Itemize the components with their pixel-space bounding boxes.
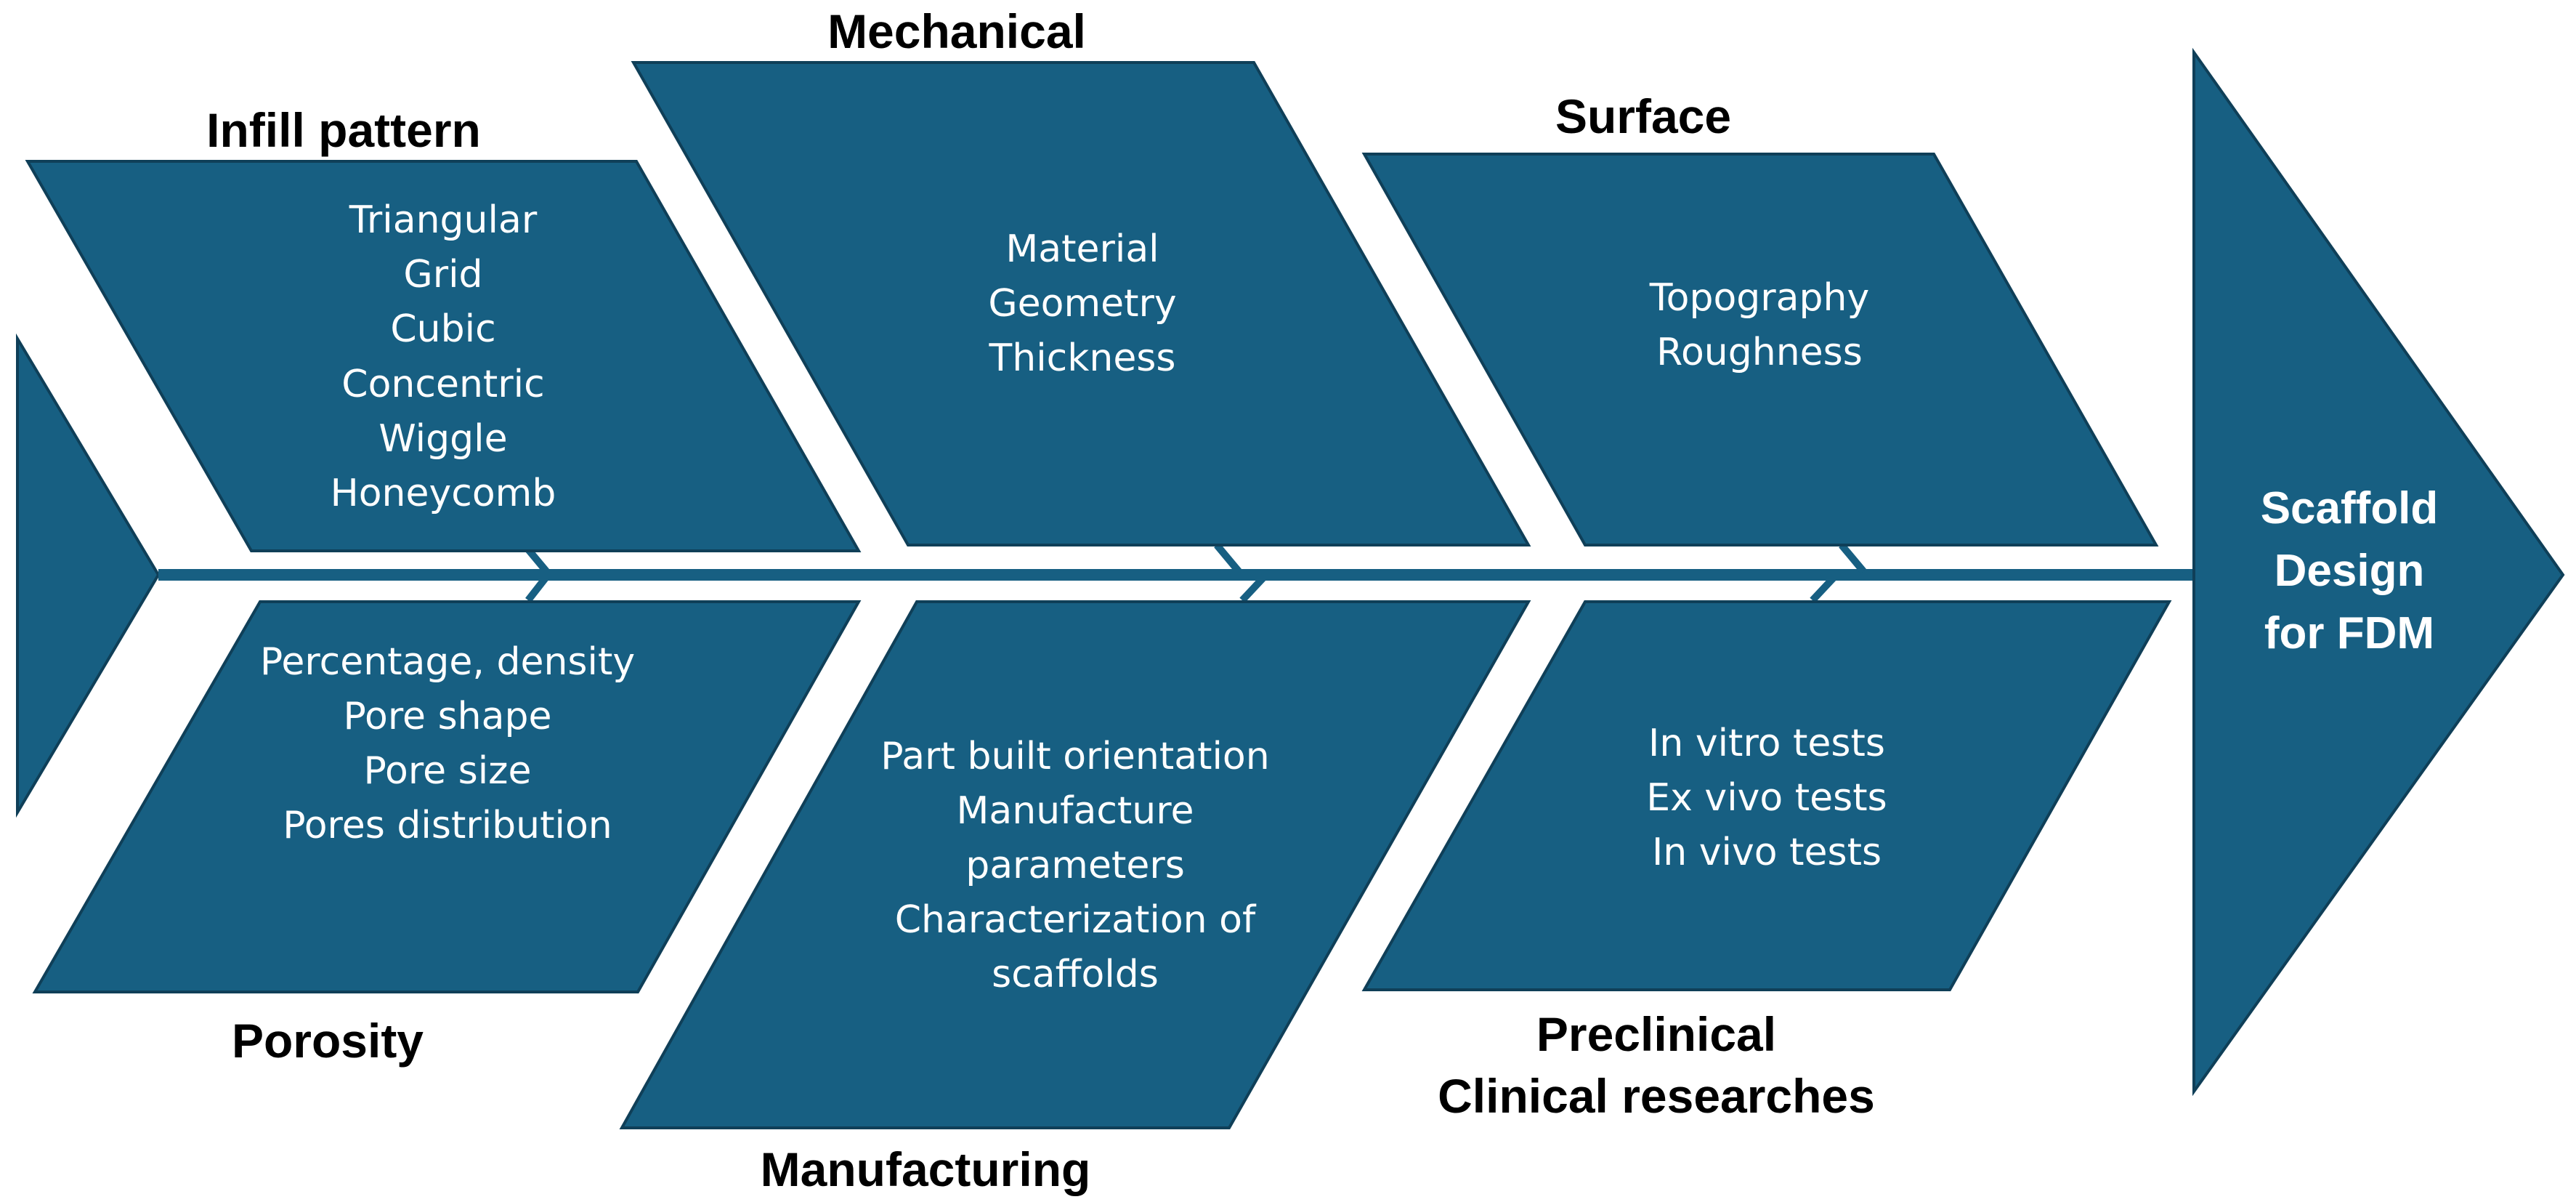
infill-pattern-box <box>25 160 862 552</box>
effect-line: for FDM <box>2264 608 2434 658</box>
manufacturing-items: Part built orientation Manufacture param… <box>880 735 1269 996</box>
manufacturing-heading: Manufacturing <box>761 1142 1091 1196</box>
effect-head-arrow <box>2192 47 2565 1097</box>
manufacturing-box <box>619 600 1531 1129</box>
surface-items: Topography Roughness <box>1649 276 1870 374</box>
list-item: Grid <box>403 253 482 297</box>
effect-line: Scaffold <box>2261 483 2439 533</box>
infill-pattern-heading: Infill pattern <box>206 103 481 157</box>
list-item: In vitro tests <box>1648 722 1885 765</box>
infill-pattern-items: Triangular Grid Cubic Concentric Wiggle … <box>331 198 556 515</box>
list-item: Topography <box>1649 276 1870 320</box>
bone-porosity <box>525 574 549 603</box>
list-item: Characterization of <box>895 898 1257 942</box>
list-item: Thickness <box>988 336 1175 380</box>
porosity-heading: Porosity <box>232 1014 424 1068</box>
list-item: Pores distribution <box>283 804 612 847</box>
bone-surface <box>1839 542 1866 574</box>
surface-box <box>1361 153 2159 546</box>
list-item: Wiggle <box>378 417 507 461</box>
list-item: Cubic <box>390 307 495 351</box>
porosity-box <box>32 600 862 993</box>
preclinical-heading: Preclinical <box>1536 1007 1776 1061</box>
list-item: Ex vivo tests <box>1646 776 1887 820</box>
preclinical-items: In vitro tests Ex vivo tests In vivo tes… <box>1646 722 1887 874</box>
preclinical-heading: Clinical researches <box>1438 1069 1875 1123</box>
list-item: Material <box>1005 227 1159 271</box>
bone-manufacturing <box>1239 574 1267 603</box>
porosity-items: Percentage, density Pore shape Pore size… <box>260 640 635 847</box>
list-item: Concentric <box>341 363 544 406</box>
fish-tail <box>16 333 161 818</box>
list-item: Percentage, density <box>260 640 635 684</box>
list-item: Triangular <box>349 198 538 242</box>
preclinical-box <box>1361 600 2172 991</box>
effect-line: Design <box>2275 546 2425 596</box>
effect-label: Scaffold Design for FDM <box>2261 483 2439 658</box>
list-item: scaffolds <box>992 953 1159 996</box>
surface-heading: Surface <box>1555 89 1731 143</box>
list-item: Roughness <box>1656 331 1863 374</box>
mechanical-box <box>631 61 1531 546</box>
bone-mechanical <box>1214 542 1242 574</box>
list-item: Honeycomb <box>331 472 556 515</box>
list-item: Pore shape <box>344 695 552 738</box>
bone-preclinical <box>1810 574 1837 603</box>
list-item: In vivo tests <box>1652 831 1882 874</box>
list-item: Manufacture <box>957 789 1194 833</box>
list-item: Geometry <box>988 282 1176 326</box>
list-item: Part built orientation <box>880 735 1269 778</box>
mechanical-heading: Mechanical <box>827 4 1086 58</box>
mechanical-items: Material Geometry Thickness <box>988 227 1176 380</box>
bone-infill <box>525 546 549 574</box>
list-item: Pore size <box>364 749 532 793</box>
list-item: parameters <box>965 844 1185 887</box>
